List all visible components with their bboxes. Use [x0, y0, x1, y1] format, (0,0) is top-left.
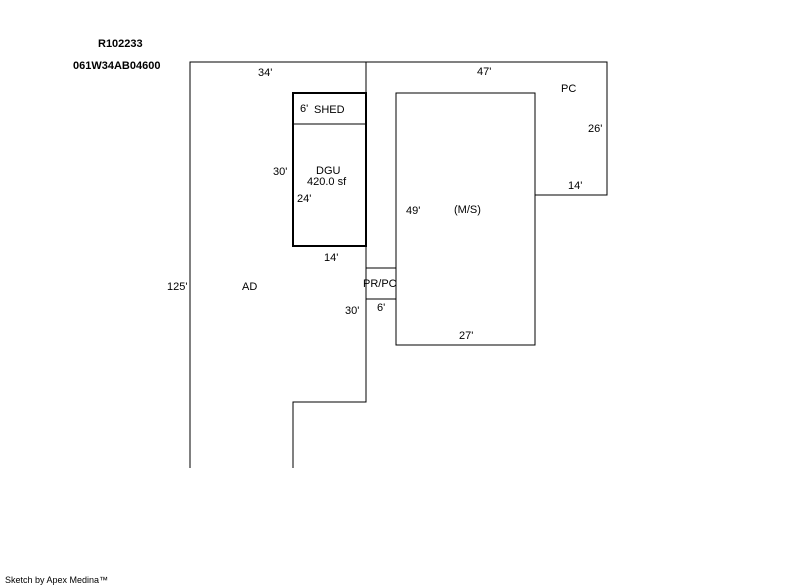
dim-prpc-width: 6' [377, 302, 386, 314]
dim-top-right: 47' [477, 66, 492, 78]
dim-shed-depth: 6' [300, 103, 309, 115]
dim-top-left: 34' [258, 67, 273, 79]
label-dgu-area: 420.0 sf [307, 176, 347, 188]
dim-dgu-outer: 30' [273, 166, 288, 178]
label-shed: SHED [314, 104, 345, 116]
dim-prpc-length: 30' [345, 305, 360, 317]
label-prpc: PR/PC [363, 278, 397, 290]
prpc-outline [365, 267, 397, 300]
sketch-credit: Sketch by Apex Medina™ [5, 575, 109, 585]
main-structure-outline [395, 92, 536, 346]
dim-ms-height: 49' [406, 205, 421, 217]
map-number: 061W34AB04600 [73, 60, 161, 72]
label-dgu: DGU [316, 165, 341, 177]
parcel-id: R102233 [98, 38, 143, 50]
dgu-outline [292, 92, 367, 247]
label-main-structure: (M/S) [454, 204, 481, 216]
label-ad: AD [242, 281, 258, 293]
dim-dgu-inner: 24' [297, 193, 312, 205]
dim-pc-height: 26' [588, 123, 603, 135]
ad-lower-outline [292, 62, 367, 468]
dim-ms-width: 27' [459, 330, 474, 342]
ad-outline [189, 61, 608, 468]
dim-dgu-width: 14' [324, 252, 339, 264]
dim-pc-width: 14' [568, 180, 583, 192]
dim-ad-height: 125' [167, 281, 188, 293]
label-pc: PC [561, 83, 577, 95]
